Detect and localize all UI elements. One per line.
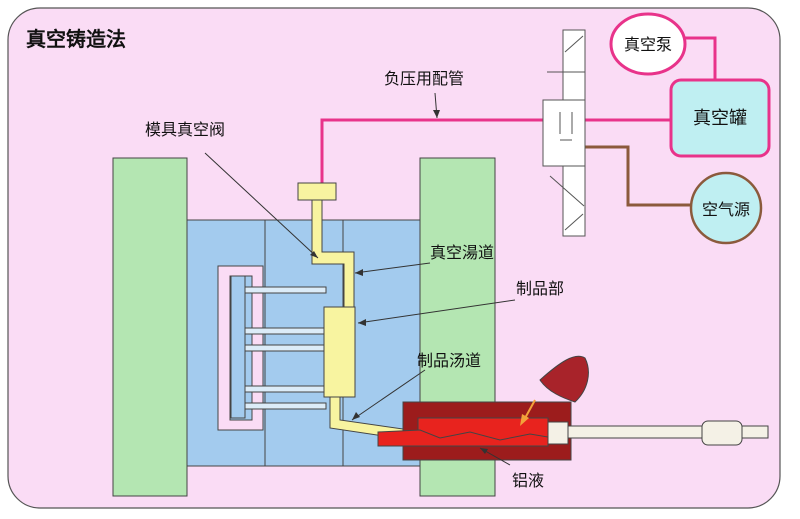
vacuum-pipe	[320, 118, 548, 186]
ejector-pin	[244, 385, 327, 393]
ejector-pin	[244, 402, 327, 410]
vacuum-tank-node	[669, 78, 771, 158]
air-source-node	[689, 171, 763, 245]
valve-block-top	[562, 29, 586, 101]
label-product: 制品部	[516, 279, 564, 298]
air-supply-line	[584, 145, 692, 207]
arrow-product-runner	[351, 369, 426, 421]
molten-aluminum	[377, 429, 549, 447]
ladle-icon	[539, 355, 589, 403]
node-air-label: 空气源	[702, 200, 750, 219]
node-pump-label: 真空泵	[624, 35, 672, 54]
node-tank-label: 真空罐	[693, 108, 747, 129]
mold-vacuum-valve-head	[297, 182, 337, 201]
page-title: 真空铸造法	[26, 27, 126, 51]
vacuum-pump-node	[609, 12, 687, 76]
pour-arrowhead	[520, 414, 529, 426]
ejector-plate	[230, 275, 246, 419]
left-platen	[112, 157, 188, 497]
ejector-pin	[244, 327, 327, 335]
valve-block-bottom	[562, 165, 586, 237]
label-pipe: 负压用配管	[384, 69, 464, 88]
ejector-pin	[244, 286, 327, 294]
arrow-vacuum-runner	[354, 262, 431, 274]
plunger-tip	[547, 421, 569, 445]
label-product-runner: 制品汤道	[417, 351, 481, 370]
pump-tank-line	[680, 36, 717, 80]
label-mold-valve: 模具真空阀	[145, 120, 225, 139]
arrow-product	[357, 299, 516, 324]
plunger-coupling	[701, 420, 743, 446]
valve-block-mid	[542, 99, 586, 167]
ejector-pin	[244, 344, 327, 352]
label-aluminum: 铝液	[512, 471, 544, 490]
product-cavity	[323, 306, 356, 398]
label-vacuum-runner: 真空湯道	[430, 243, 494, 262]
plunger-rod	[567, 425, 709, 439]
arrow-mold-valve	[204, 152, 319, 259]
plunger-rod-end	[741, 425, 769, 439]
